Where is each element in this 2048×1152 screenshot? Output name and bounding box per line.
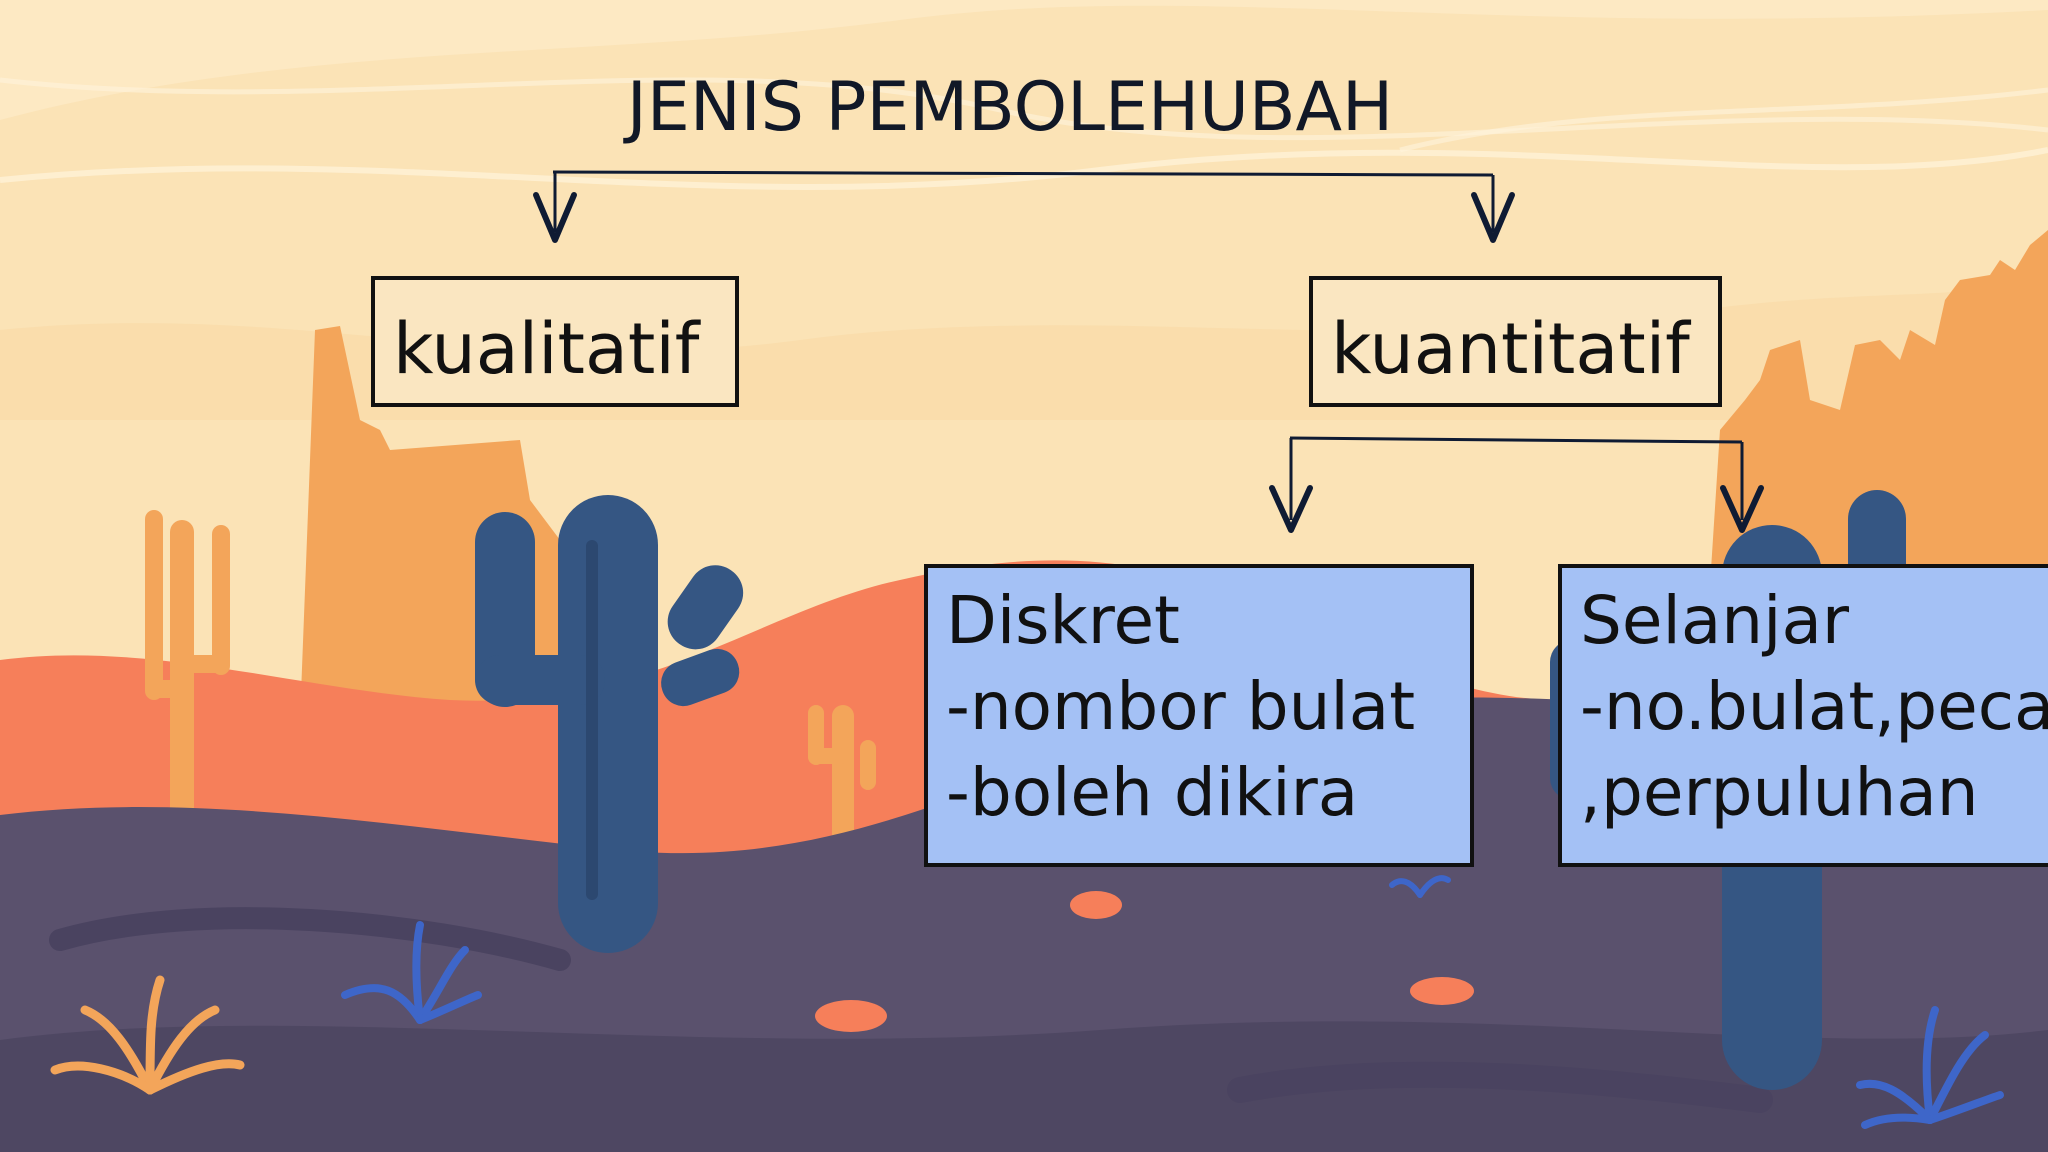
node-kualitatif-label: kualitatif bbox=[393, 308, 700, 390]
node-kualitatif: kualitatif bbox=[371, 276, 739, 407]
connector-mid-horizontal bbox=[1289, 436, 1743, 444]
connector-top-horizontal bbox=[552, 170, 1494, 177]
node-selanjar-line-2: ,perpuluhan bbox=[1580, 754, 1979, 831]
node-diskret-title: Diskret bbox=[946, 582, 1180, 659]
grass-blue-small bbox=[1389, 875, 1451, 898]
small-cactus-left bbox=[145, 510, 230, 830]
grass-blue-left bbox=[341, 921, 482, 1024]
node-kuantitatif: kuantitatif bbox=[1309, 276, 1722, 407]
node-selanjar-line-1: -no.bulat,pecahan bbox=[1580, 668, 2048, 745]
node-selanjar-title: Selanjar bbox=[1580, 582, 1850, 659]
diagram-title: JENIS PEMBOLEHUBAH bbox=[626, 68, 1394, 147]
stone bbox=[1410, 977, 1474, 1005]
arrow-head-kualitatif bbox=[533, 192, 577, 243]
arrow-head-kuantitatif bbox=[1471, 192, 1515, 243]
node-selanjar: Selanjar -no.bulat,pecahan ,perpuluhan bbox=[1558, 564, 2048, 867]
arrow-head-diskret bbox=[1269, 485, 1313, 533]
big-cactus-left bbox=[475, 495, 744, 953]
node-diskret-line-1: -nombor bulat bbox=[946, 668, 1416, 745]
stone bbox=[815, 1000, 887, 1032]
node-kuantitatif-label: kuantitatif bbox=[1331, 308, 1690, 390]
node-diskret-line-2: -boleh dikira bbox=[946, 754, 1359, 831]
node-diskret: Diskret -nombor bulat -boleh dikira bbox=[924, 564, 1474, 867]
arrow-head-selanjar bbox=[1720, 485, 1764, 533]
stone bbox=[1070, 891, 1122, 919]
grass-blue-right bbox=[1856, 1006, 2004, 1129]
small-cactus-mid bbox=[808, 705, 876, 845]
grass-orange bbox=[50, 975, 245, 1095]
